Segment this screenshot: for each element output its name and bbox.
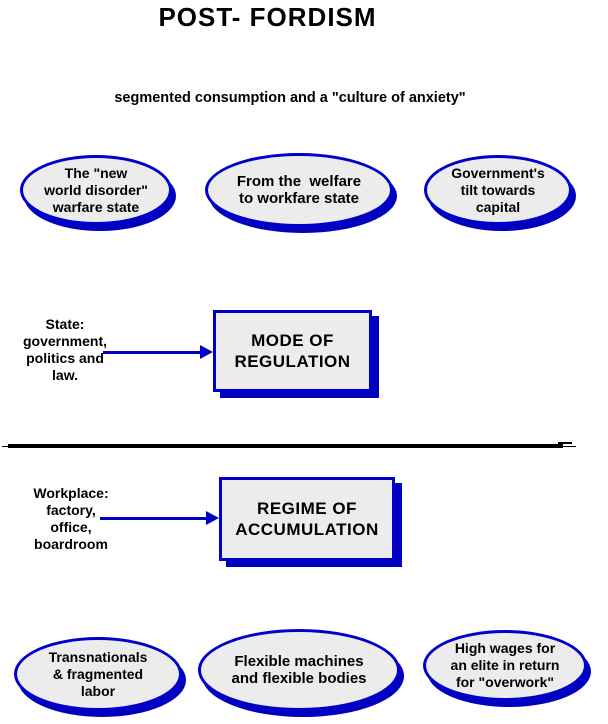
diagram-title: POST- FORDISM bbox=[158, 2, 377, 32]
ellipse-new-world-disorder: The "new world disorder" warfare state bbox=[20, 155, 172, 225]
state-label: State: government, politics and law. bbox=[22, 316, 107, 383]
arrow-head-icon bbox=[206, 511, 219, 525]
arrow-head-icon bbox=[200, 345, 213, 359]
divider-right-dash bbox=[558, 442, 572, 444]
divider-left-tip bbox=[2, 446, 9, 447]
ellipse-welfare-to-workfare: From the welfare to workfare state bbox=[205, 153, 393, 227]
mode-of-regulation-box: MODE OF REGULATION bbox=[213, 310, 372, 392]
workplace-label: Workplace: factory, office, boardroom bbox=[33, 485, 109, 552]
arrow-line bbox=[103, 351, 203, 354]
ellipse-transnationals: Transnationals & fragmented labor bbox=[14, 637, 182, 711]
ellipse-high-wages: High wages for an elite in return for "o… bbox=[423, 630, 587, 701]
divider-right-tip bbox=[563, 446, 576, 447]
ellipse-flexible-machines: Flexible machines and flexible bodies bbox=[198, 629, 400, 711]
divider-main-line bbox=[8, 444, 563, 448]
diagram-subtitle: segmented consumption and a "culture of … bbox=[114, 90, 466, 106]
arrow-line bbox=[100, 517, 207, 520]
ellipse-government-tilt: Government's tilt towards capital bbox=[424, 155, 572, 225]
regime-of-accumulation-box: REGIME OF ACCUMULATION bbox=[219, 477, 395, 561]
